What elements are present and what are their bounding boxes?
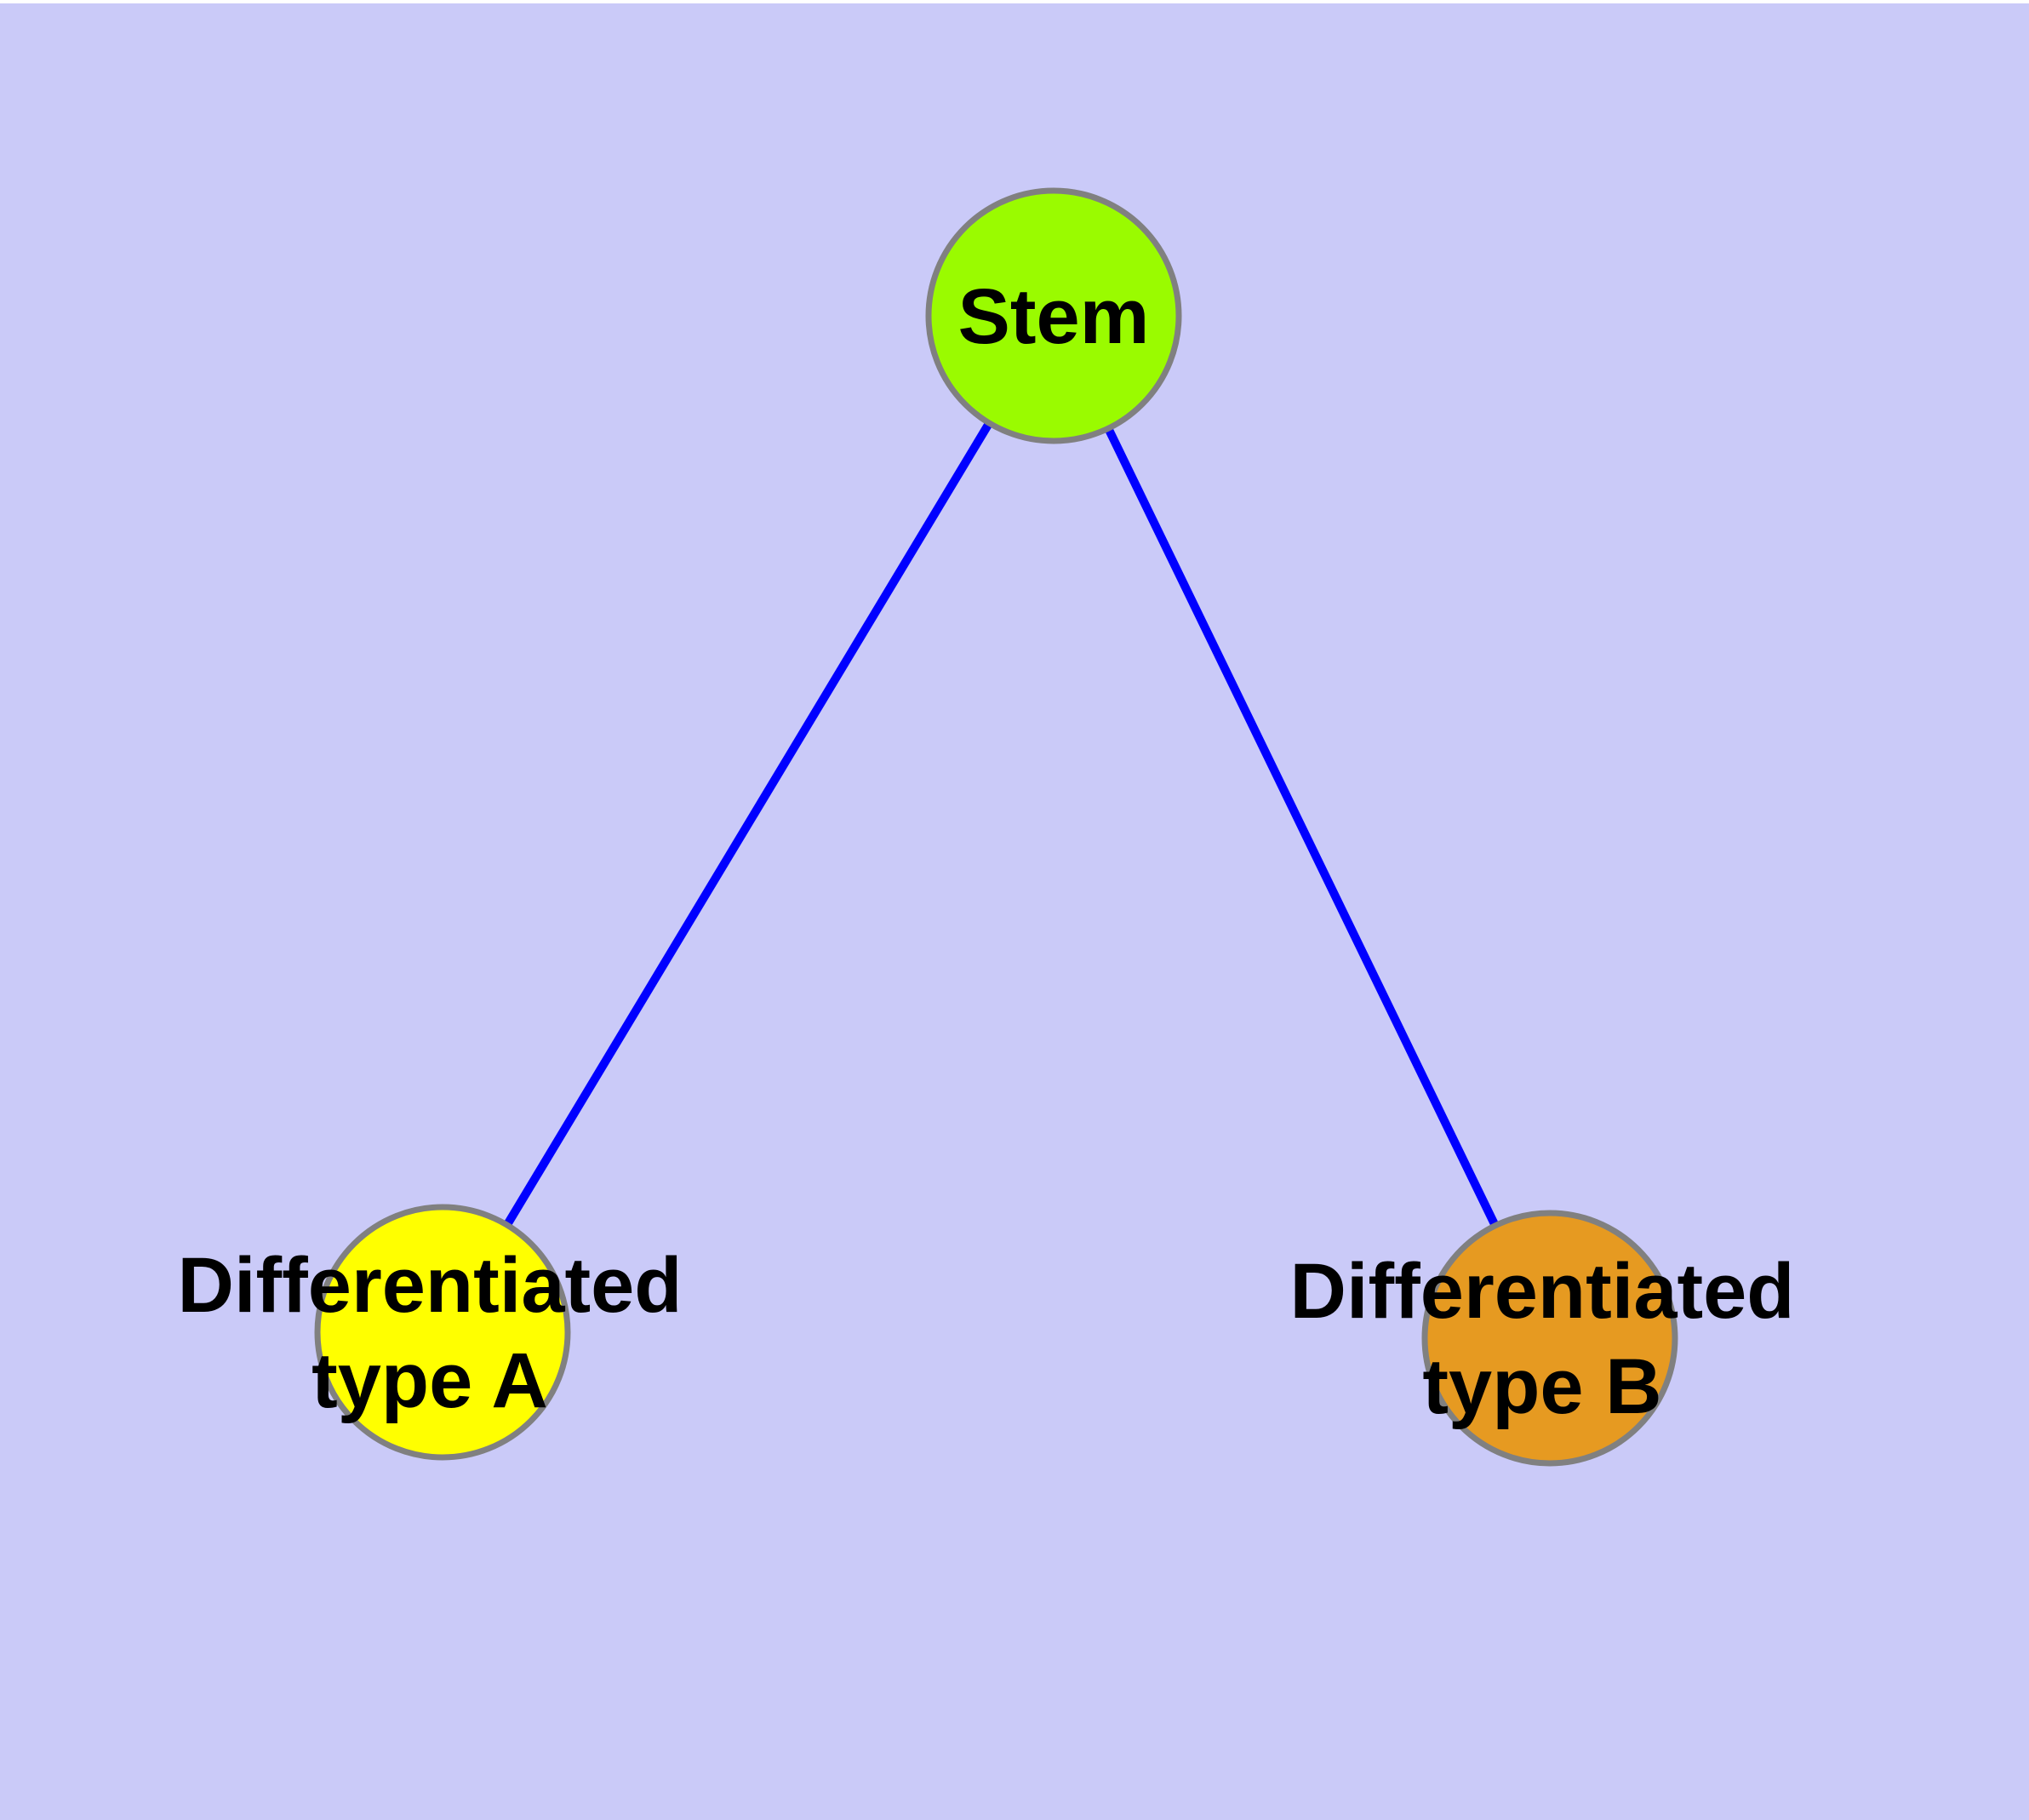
node-differentiated-type-a — [314, 1204, 571, 1461]
node-type-b-label-line2: type B — [1422, 1343, 1661, 1430]
node-type-b-label-line1: Differentiated — [1290, 1248, 1795, 1335]
node-stem-label: Stem — [958, 273, 1150, 360]
node-type-a-label-line1: Differentiated — [178, 1242, 683, 1329]
node-differentiated-type-b — [1421, 1210, 1678, 1467]
edge-stem-to-type-a — [438, 313, 1058, 1335]
edge-stem-to-type-b — [1049, 313, 1554, 1341]
node-stem — [925, 187, 1182, 444]
node-type-a-label-line2: type A — [311, 1337, 548, 1424]
